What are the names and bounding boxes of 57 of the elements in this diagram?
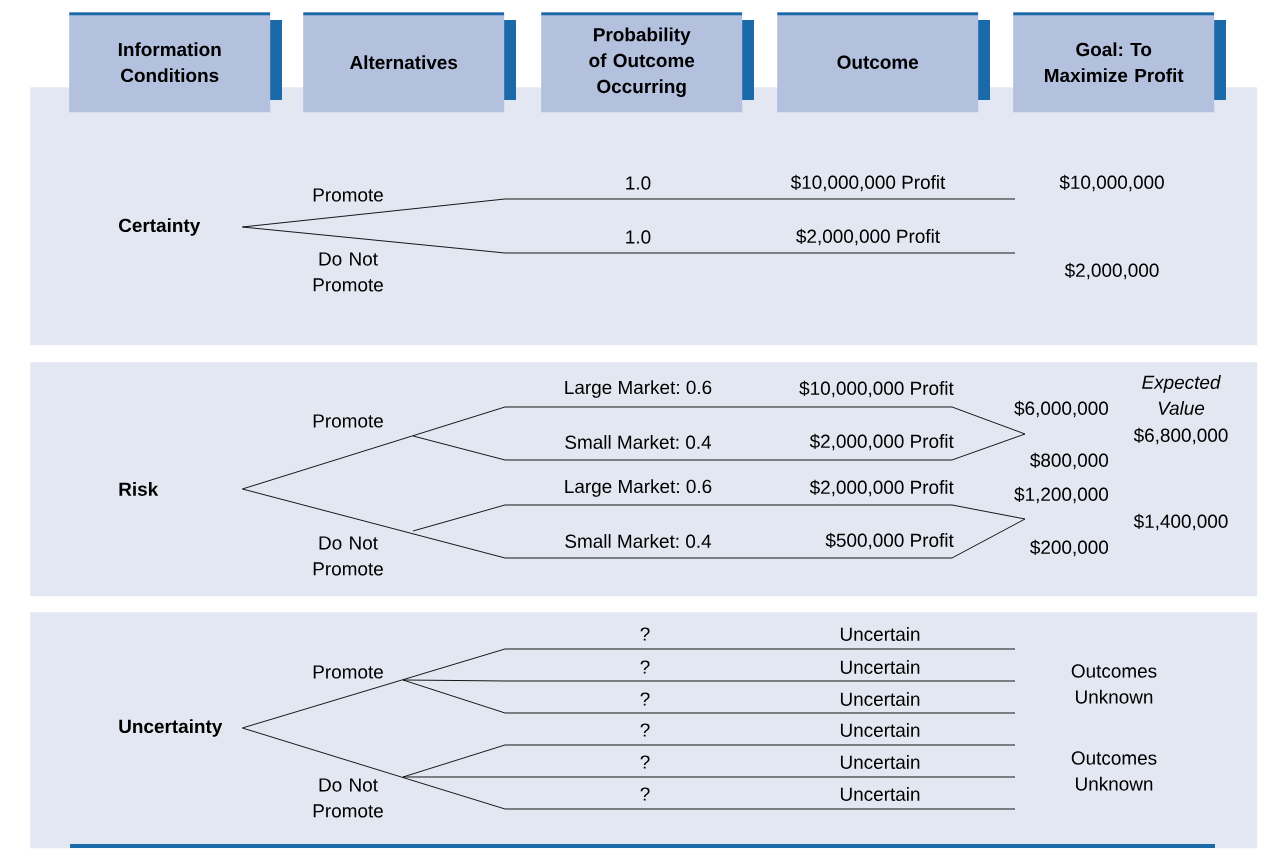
value-label: $10,000,000: [1059, 174, 1164, 192]
value-label: $2,000,000: [1064, 262, 1159, 280]
condition-label: Certainty: [119, 218, 201, 236]
alternative-label: Do Not Promote: [313, 252, 383, 292]
condition-label: Risk: [119, 482, 159, 496]
branch-line: [241, 198, 1016, 228]
goal-label: Outcomes Unknown: [1071, 664, 1157, 704]
column-header: Outcome: [777, 12, 990, 113]
alternative-label: Do Not Promote: [313, 778, 383, 818]
probability-label: Small Market: 0.4: [565, 534, 712, 548]
outcome-label: Uncertain: [840, 723, 920, 737]
branch-line: [241, 648, 1016, 729]
alternative-label: Promote: [313, 188, 383, 202]
outcome-label: $2,000,000 Profit: [796, 228, 940, 246]
outcome-label: Uncertain: [840, 692, 920, 706]
probability-label: Large Market: 0.6: [565, 479, 712, 497]
value-label: $800,000: [1030, 452, 1109, 470]
panel-band: [30, 362, 1258, 597]
probability-label: 1.0: [626, 230, 651, 244]
probability-label: Small Market: 0.4: [565, 435, 712, 449]
outcome-label: Uncertain: [840, 787, 920, 801]
outcome-label: $2,000,000 Profit: [809, 479, 954, 497]
probability-label: Large Market: 0.6: [565, 380, 712, 398]
expected-value-label: $6,800,000: [1133, 427, 1228, 445]
branch-line: [241, 488, 1026, 559]
outcome-label: Uncertain: [840, 755, 920, 769]
outcome-label: $10,000,000 Profit: [790, 174, 946, 192]
outcome-label: $500,000 Profit: [825, 532, 954, 550]
alternative-label: Promote: [313, 665, 383, 679]
condition-label: Uncertainty: [119, 719, 223, 737]
probability-label: 1.0: [626, 176, 651, 190]
column-header: Probability of Outcome Occurring: [541, 12, 754, 113]
outcome-label: Uncertain: [840, 660, 920, 674]
branch-line: [241, 406, 1026, 490]
outcome-label: Uncertain: [840, 627, 920, 641]
column-header: Alternatives: [303, 12, 516, 113]
probability-label: ?: [640, 755, 650, 769]
value-label: $6,000,000: [1014, 400, 1109, 418]
probability-label: ?: [640, 723, 650, 737]
alternative-label: Do Not Promote: [313, 536, 383, 576]
column-note: Expected Value: [1142, 375, 1221, 415]
panel-band: [30, 612, 1258, 849]
goal-label: Outcomes Unknown: [1071, 751, 1157, 791]
branch-line: [241, 226, 1016, 254]
value-label: $1,200,000: [1014, 486, 1109, 504]
probability-label: ?: [640, 692, 650, 706]
alternative-label: Promote: [313, 414, 383, 428]
expected-value-label: $1,400,000: [1133, 513, 1228, 531]
column-header: Information Conditions: [69, 12, 282, 113]
probability-label: ?: [640, 660, 650, 674]
probability-label: ?: [640, 627, 650, 641]
value-label: $200,000: [1030, 539, 1109, 557]
branch-line: [241, 727, 1016, 810]
probability-label: ?: [640, 787, 650, 801]
outcome-label: $10,000,000 Profit: [799, 380, 954, 398]
column-header: Goal: To Maximize Profit: [1013, 12, 1226, 113]
outcome-label: $2,000,000 Profit: [809, 433, 954, 451]
